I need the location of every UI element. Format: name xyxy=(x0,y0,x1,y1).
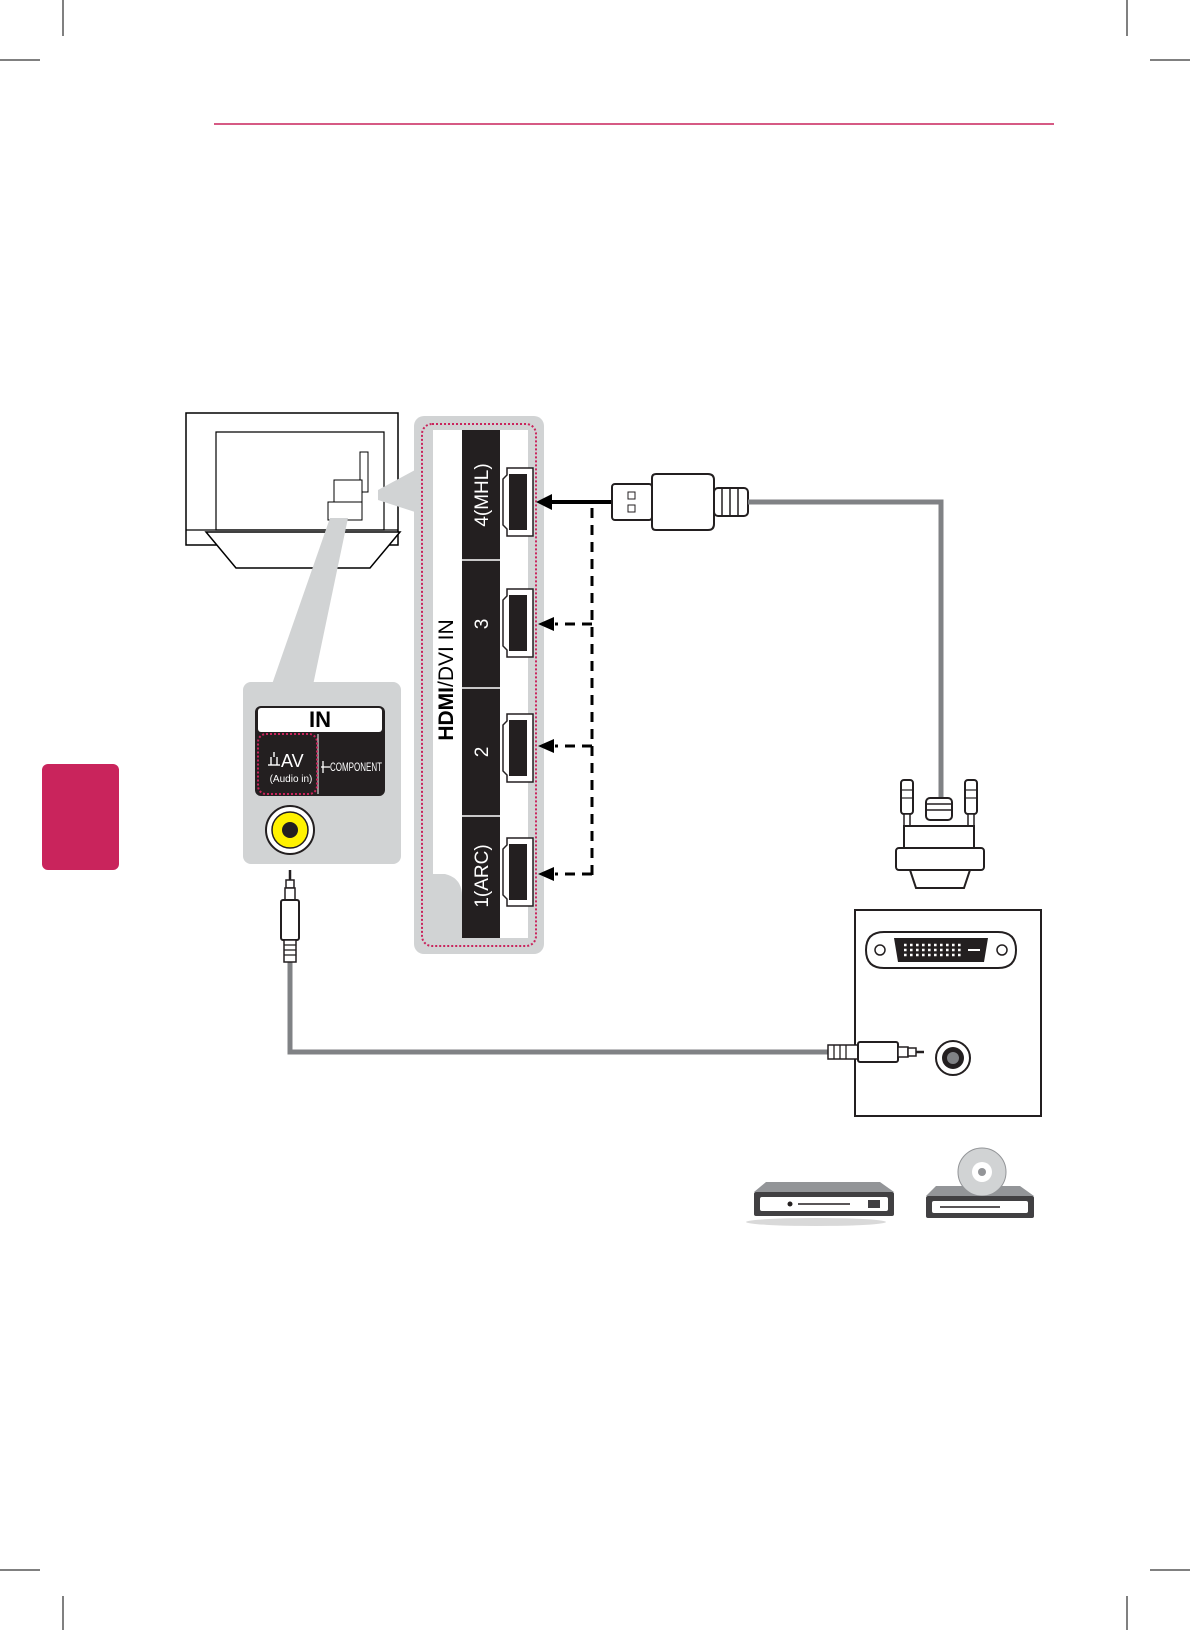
disc-player-icon xyxy=(926,1148,1034,1218)
av-panel-header: IN xyxy=(309,707,331,732)
dvd-player-icon xyxy=(746,1182,894,1226)
audio-in-label: (Audio in) xyxy=(270,774,313,785)
hdmi-port-label-1: 1(ARC) xyxy=(472,844,493,907)
dvi-port-icon xyxy=(866,932,1016,968)
hdmi-dashed-arrows xyxy=(555,508,592,878)
audio-cable xyxy=(290,962,828,1052)
hdmi-port-icon xyxy=(503,468,533,536)
hdmi-dvi-cable xyxy=(748,502,941,808)
hdmi-input-panel: HDMI/DVI IN 4(MHL) 3 2 1(ARC) xyxy=(414,416,544,954)
hdmi-port-label-4: 4(MHL) xyxy=(472,463,493,526)
av-input-panel: IN AV (Audio in) COMPONENT xyxy=(243,682,401,864)
audio-out-jack-icon xyxy=(936,1041,970,1075)
hdmi-panel-title: HDMI/DVI IN xyxy=(435,619,458,740)
hdmi-port-icon xyxy=(503,589,533,657)
hdmi-title-suffix: /DVI IN xyxy=(435,619,458,687)
source-device-panel xyxy=(855,910,1041,1116)
hdmi-plug-icon xyxy=(612,474,748,530)
hdmi-solid-arrow xyxy=(536,494,612,510)
av-label: AV xyxy=(281,751,304,771)
hdmi-port-label-3: 3 xyxy=(472,619,493,630)
hdmi-port-label-2: 2 xyxy=(472,747,493,758)
hdmi-logo-text: HDMI xyxy=(435,687,458,741)
hdmi-port-icon xyxy=(503,838,533,906)
component-label: COMPONENT xyxy=(330,760,382,774)
hdmi-port-icon xyxy=(503,714,533,782)
tv-rear-illustration xyxy=(186,413,400,568)
audio-jack-icon xyxy=(281,870,299,962)
chapter-tab xyxy=(42,764,119,870)
rca-jack-icon xyxy=(266,806,314,854)
